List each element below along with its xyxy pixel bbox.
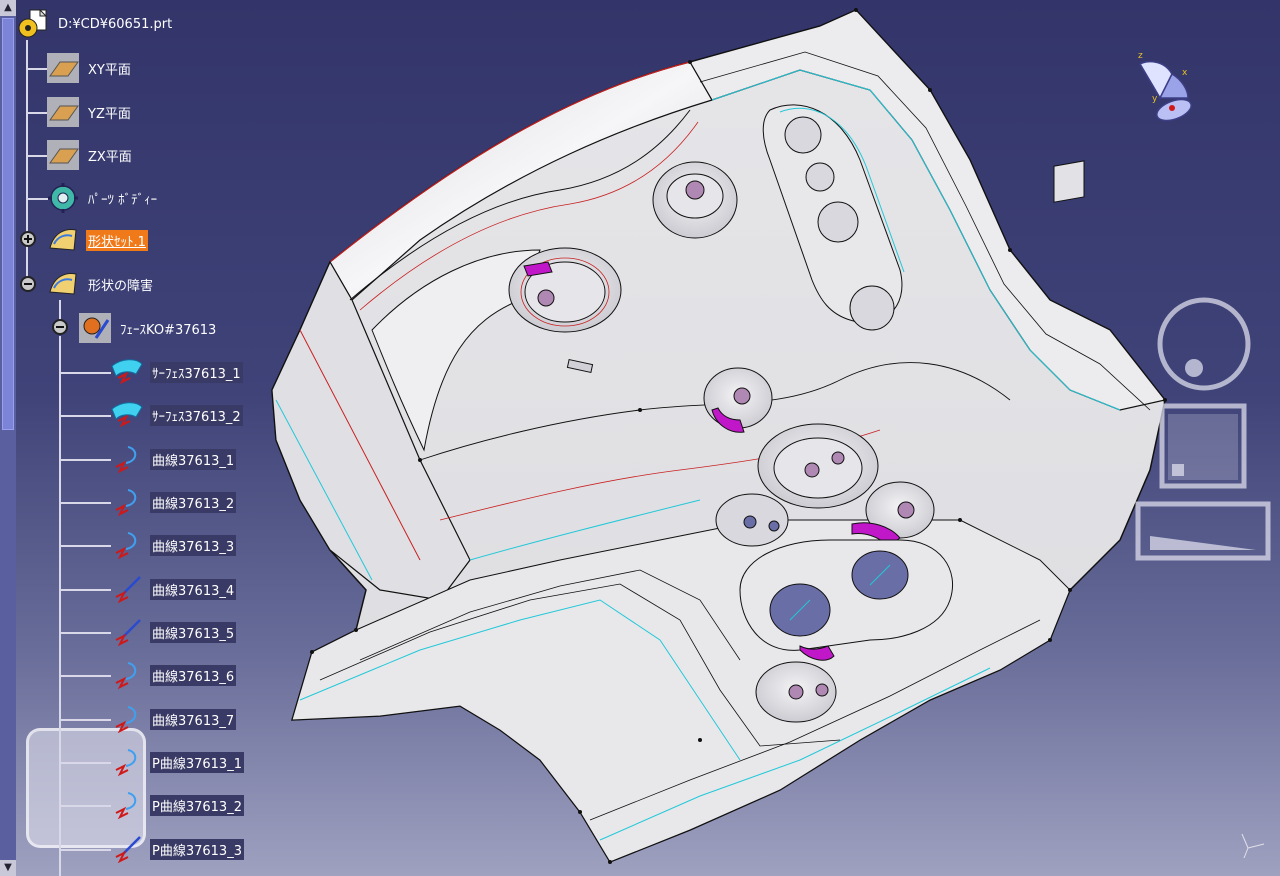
face-group-icon [79,313,111,343]
tree-child-curve-3[interactable]: 曲線37613_3 [110,529,237,561]
plane-icon [47,53,79,83]
tree-scrollbar[interactable]: ▲ ▼ [0,0,16,876]
plane-icon [47,97,79,127]
compass-x-label: x [1182,68,1188,78]
tree-item-label: YZ平面 [88,106,131,122]
tree-child-curve-1[interactable]: 曲線37613_1 [110,443,237,475]
tree-child-label: 曲線37613_6 [150,664,237,686]
tree-child-label: 曲線37613_7 [150,708,237,730]
tree-child-surface-1[interactable]: ｻｰﾌｪｽ37613_1 [110,356,243,388]
tree-child-label: P曲線37613_1 [150,751,244,773]
curve-icon [115,532,137,560]
curve-icon [115,792,137,820]
tree-root-label: D:¥CD¥60651.prt [58,16,173,32]
tree-item-label: ﾊﾟｰﾂ ﾎﾞﾃﾞｨｰ [88,192,158,208]
line-icon [115,836,141,864]
surface-icon [111,402,143,428]
surface-icon [111,359,143,385]
tree-child-curve-2[interactable]: 曲線37613_2 [110,486,237,518]
specification-tree: D:¥CD¥60651.prt XY平面 YZ平面 ZX平面 ﾊﾟｰﾂ ﾎﾞﾃﾞ… [16,0,316,876]
tree-item-xy-plane[interactable]: XY平面 [46,52,133,84]
compass-z-label: z [1138,51,1143,61]
scroll-up-arrow-icon[interactable]: ▲ [0,0,16,16]
tree-item-shape-obstacle[interactable]: 形状の障害 [46,268,155,300]
tree-child-surface-2[interactable]: ｻｰﾌｪｽ37613_2 [110,399,243,431]
tree-child-label: 曲線37613_3 [150,534,237,556]
collapse-minus-icon[interactable] [20,276,36,292]
tree-child-curve-4[interactable]: 曲線37613_4 [110,573,237,605]
expand-plus-icon[interactable] [20,231,36,247]
tree-child-label: P曲線37613_3 [150,838,244,860]
tree-item-zx-plane[interactable]: ZX平面 [46,139,134,171]
part-document-icon [18,8,48,38]
tree-item-label: ZX平面 [88,149,132,165]
collapse-minus-icon[interactable] [52,319,68,335]
tree-child-curve-6[interactable]: 曲線37613_6 [110,659,237,691]
view-tools-ghost [1135,297,1271,561]
tree-item-face-group[interactable]: ﾌｪｰｽKO#37613 [78,312,218,344]
view-zoom-tool[interactable] [1160,298,1250,388]
compass-widget[interactable] [1134,54,1194,126]
tree-item-label: XY平面 [88,62,131,78]
scroll-thumb[interactable] [2,18,14,430]
scroll-down-arrow-icon[interactable]: ▼ [0,860,16,876]
curve-icon [115,446,137,474]
tree-child-label: P曲線37613_2 [150,794,244,816]
tree-child-label: 曲線37613_2 [150,491,237,513]
tree-child-pcurve-1[interactable]: P曲線37613_1 [110,746,244,778]
view-pan-tool[interactable] [1136,502,1270,560]
line-icon [115,576,141,604]
tree-item-label: 形状の障害 [88,278,154,294]
tree-item-label: ﾌｪｰｽKO#37613 [120,322,217,338]
tree-child-label: 曲線37613_1 [150,448,237,470]
tree-child-curve-5[interactable]: 曲線37613_5 [110,616,237,648]
tree-child-curve-7[interactable]: 曲線37613_7 [110,703,237,735]
part-body-gear-icon [48,183,78,213]
tree-child-label: ｻｰﾌｪｽ37613_2 [150,404,243,426]
tree-child-pcurve-3[interactable]: P曲線37613_3 [110,833,244,865]
plane-icon [47,140,79,170]
curve-icon [115,662,137,690]
tree-item-geometrical-set-1[interactable]: 形状ｾｯﾄ.1 [46,224,148,256]
tree-item-part-body[interactable]: ﾊﾟｰﾂ ﾎﾞﾃﾞｨｰ [46,182,159,214]
curve-icon [115,706,137,734]
tree-child-label: 曲線37613_4 [150,578,237,600]
tree-item-yz-plane[interactable]: YZ平面 [46,96,133,128]
compass-y-label: y [1152,94,1158,104]
curve-icon [115,489,137,517]
navigator-preview [26,728,146,848]
tree-child-label: ｻｰﾌｪｽ37613_1 [150,361,243,383]
line-icon [115,619,141,647]
geometrical-set-icon [49,273,77,295]
tree-root-part[interactable]: D:¥CD¥60651.prt [16,8,174,40]
axis-triad [1241,833,1265,859]
tree-child-label: 曲線37613_5 [150,621,237,643]
view-fit-tool[interactable] [1160,404,1246,488]
geometrical-set-icon [49,229,77,251]
tree-item-label: 形状ｾｯﾄ.1 [86,229,148,251]
tree-child-pcurve-2[interactable]: P曲線37613_2 [110,789,244,821]
curve-icon [115,749,137,777]
